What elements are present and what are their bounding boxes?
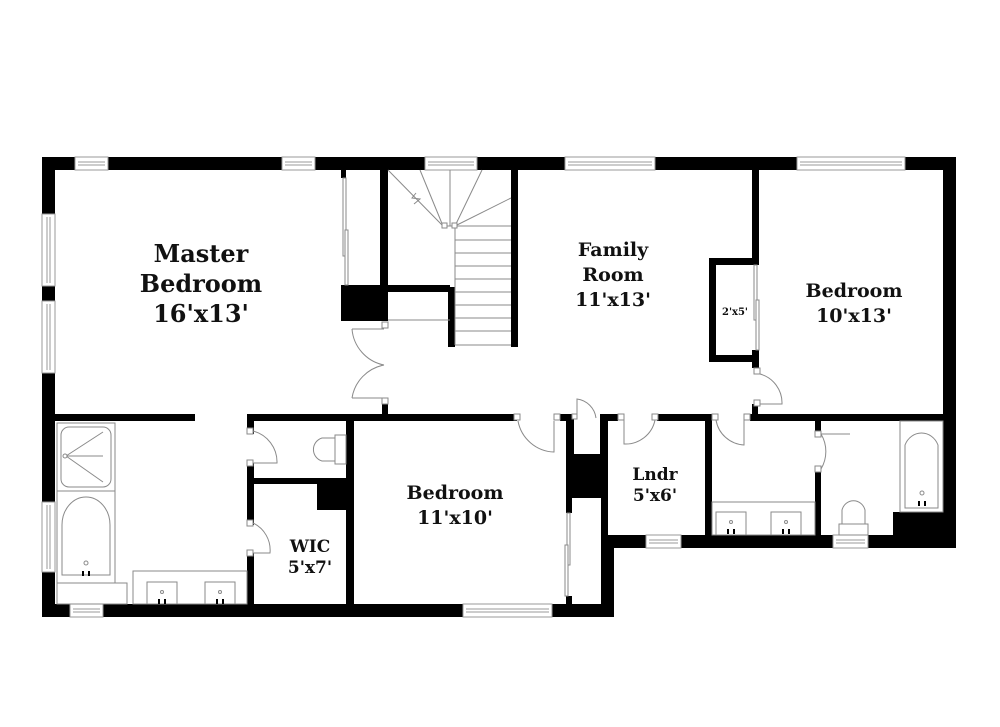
room-bedroom-south: Bedroom 11'x10'	[407, 482, 504, 529]
room-labels: Master Bedroom 16'x13' Family Room 11'x1…	[140, 239, 903, 578]
room-name: Bedroom	[140, 269, 262, 298]
room-name: WIC	[289, 537, 331, 557]
room-name: Room	[582, 264, 643, 286]
room-dims: 5'x6'	[633, 486, 677, 506]
room-dims: 11'x10'	[417, 507, 493, 529]
closet-doors	[342, 177, 760, 597]
hall-double-vanity-icon	[711, 501, 816, 536]
room-dims: 11'x13'	[575, 289, 651, 311]
hall-bathtub-icon	[899, 420, 944, 513]
interior-walls	[55, 170, 943, 604]
room-name: Lndr	[632, 465, 678, 485]
room-dims: 16'x13'	[153, 299, 249, 328]
fixtures	[56, 420, 944, 605]
room-closet: 2'x5'	[722, 307, 748, 318]
room-name: Bedroom	[806, 280, 903, 302]
room-master-bedroom: Master Bedroom 16'x13'	[140, 239, 262, 328]
doors	[246, 321, 850, 557]
room-name: Bedroom	[407, 482, 504, 504]
room-laundry: Lndr 5'x6'	[632, 465, 678, 506]
room-dims: 10'x13'	[816, 305, 892, 327]
double-vanity-icon	[132, 570, 248, 605]
room-dims: 2'x5'	[722, 307, 748, 318]
room-family-room: Family Room 11'x13'	[575, 239, 651, 311]
shower-icon	[56, 422, 116, 492]
room-name: Family	[578, 239, 649, 261]
room-name: Master	[154, 239, 249, 268]
bathtub-icon	[56, 490, 116, 584]
room-dims: 5'x7'	[288, 558, 332, 578]
windows	[41, 156, 906, 618]
toilet-icon	[313, 434, 347, 465]
room-bedroom-east: Bedroom 10'x13'	[806, 280, 903, 327]
room-wic: WIC 5'x7'	[288, 537, 332, 578]
stairs	[387, 169, 512, 346]
hall-toilet-icon	[838, 500, 869, 536]
